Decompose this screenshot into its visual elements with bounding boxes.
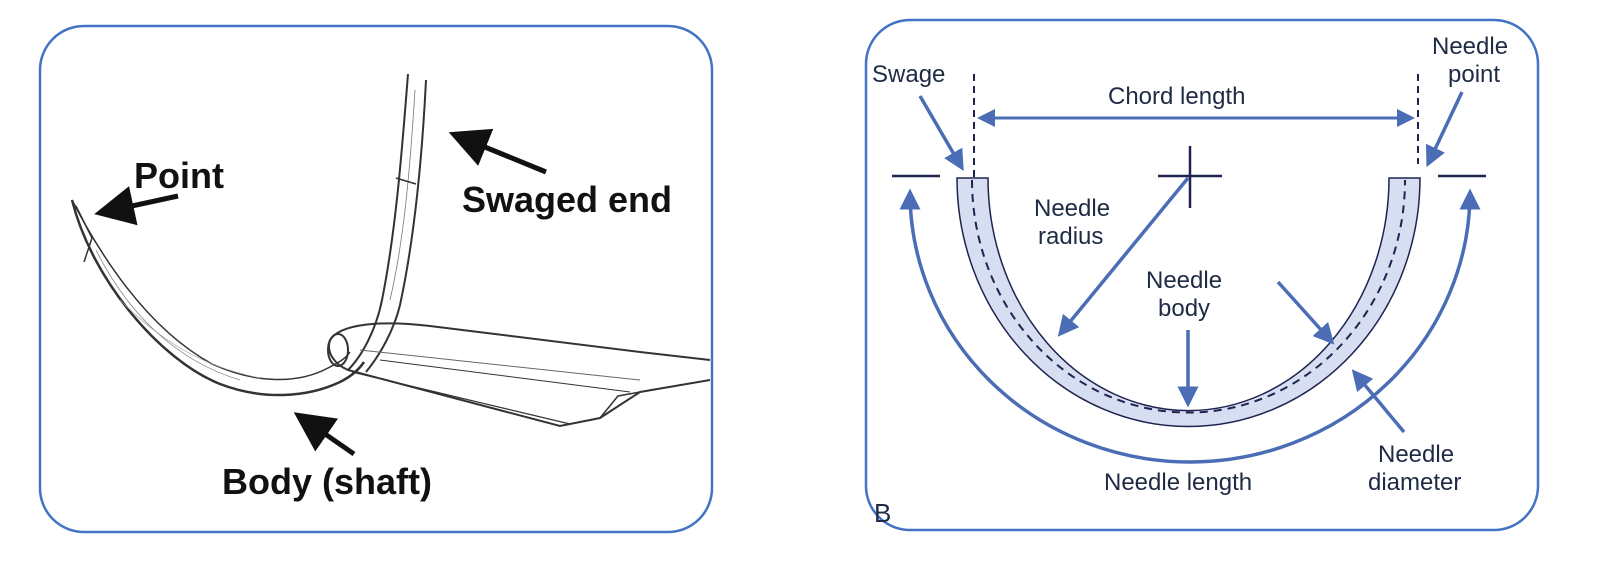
body-arrow [293, 412, 356, 457]
needle-length-label: Needle length [1104, 469, 1252, 496]
swaged-end-arrow [448, 128, 547, 175]
needle-diameter-arrow-outer [1276, 280, 1335, 345]
panel-letter: B [874, 498, 891, 528]
needle-point-arrow [1425, 91, 1464, 168]
needle-diameter-arrow-inner [1351, 369, 1406, 434]
needle-point-label-line2: point [1448, 61, 1500, 88]
needle-diameter-label-line2: diameter [1368, 469, 1461, 496]
needle-centerline [971, 179, 1406, 414]
point-arrow [94, 186, 179, 226]
body-label: Body (shaft) [222, 461, 432, 502]
right-panel: Swage Chord length Needle point Needle r… [864, 18, 1540, 532]
needle-radius-arrow [1057, 176, 1190, 337]
needle-point-label-line1: Needle [1432, 33, 1508, 60]
swage-label: Swage [872, 61, 945, 88]
left-panel: Point Swaged end Body (shaft) [38, 24, 714, 534]
needle-length-arrow [899, 188, 1481, 464]
needle-diameter-label-line1: Needle [1378, 441, 1454, 468]
needle-body-label-line1: Needle [1146, 267, 1222, 294]
needle-body-label-line2: body [1158, 295, 1210, 322]
needle-radius-label-line2: radius [1038, 223, 1103, 250]
swaged-end-label: Swaged end [462, 179, 672, 220]
left-panel-frame [38, 24, 714, 534]
needle-band [956, 177, 1421, 428]
swage-arrow [918, 95, 964, 172]
needle-sketch [70, 73, 711, 428]
chord-length-label: Chord length [1108, 83, 1245, 110]
right-panel-frame [864, 18, 1540, 532]
needle-radius-label-line1: Needle [1034, 195, 1110, 222]
point-label: Point [134, 155, 224, 196]
